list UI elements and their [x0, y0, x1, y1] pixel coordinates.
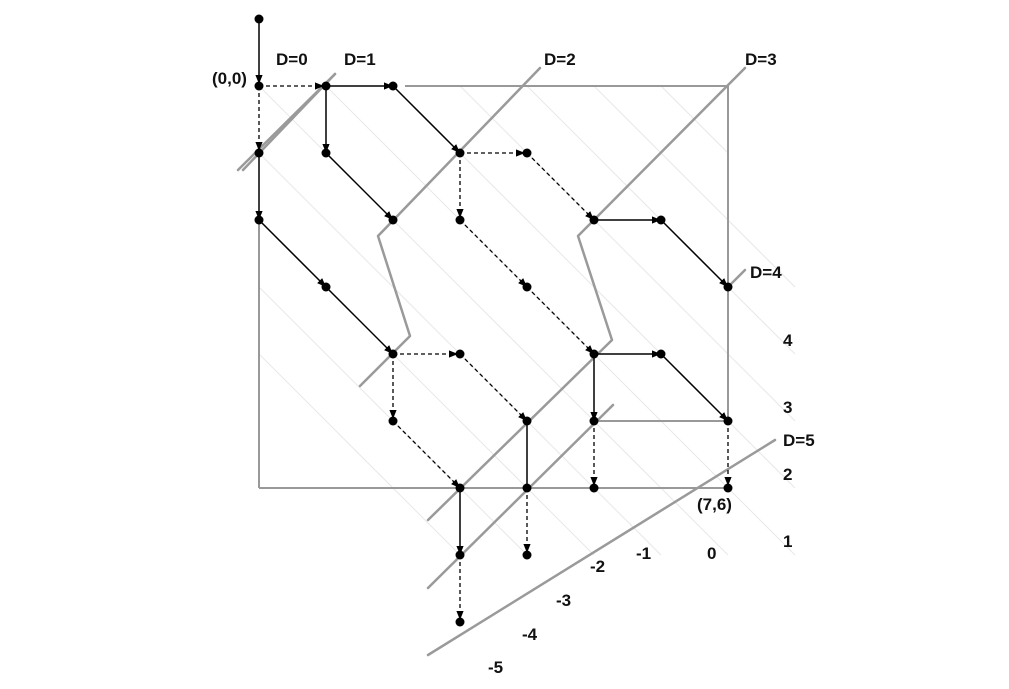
nodes: [254, 14, 733, 627]
edge-d4: [325, 286, 394, 355]
node: [455, 550, 465, 560]
diagonal-m3-label: -3: [556, 591, 571, 610]
node: [522, 483, 532, 493]
d1-label: D=1: [344, 50, 376, 69]
node: [656, 349, 666, 359]
frontier-d3: [426, 66, 747, 522]
node: [455, 148, 465, 158]
dash-d1: [526, 152, 595, 221]
node-origin: [254, 81, 264, 91]
edge-d1: [392, 85, 461, 154]
dash-d3: [526, 286, 595, 355]
node: [723, 282, 733, 292]
node: [723, 416, 733, 426]
dash-d5: [392, 420, 461, 489]
node: [388, 215, 398, 225]
frontier-d4-lower: [426, 403, 615, 590]
node: [321, 148, 331, 158]
d0-label: D=0: [276, 50, 308, 69]
frontier-lines: [236, 66, 777, 657]
node: [321, 282, 331, 292]
node: [388, 416, 398, 426]
d3-label: D=3: [745, 50, 777, 69]
diagonal-3-label: 3: [783, 398, 792, 417]
node: [522, 148, 532, 158]
d2-label: D=2: [544, 50, 576, 69]
graph-border: [258, 85, 729, 489]
diagonal-m5-label: -5: [488, 658, 503, 677]
edge-d3: [258, 219, 327, 288]
node: [656, 215, 666, 225]
diagonal-1-label: 1: [783, 532, 792, 551]
node: [589, 215, 599, 225]
solid-edges: [255, 22, 729, 555]
edge-d2: [325, 152, 394, 221]
node: [321, 81, 331, 91]
end-label: (7,6): [697, 495, 732, 514]
node: [522, 550, 532, 560]
labels: (0,0) (7,6) D=0 D=1 D=2 D=3 D=4 D=5 4 3 …: [212, 50, 815, 677]
diagonal-0-label: 0: [707, 544, 716, 563]
node: [522, 282, 532, 292]
diagonal-m4-label: -4: [522, 625, 538, 644]
d5-label: D=5: [783, 431, 815, 450]
node-end: [723, 483, 733, 493]
dash-d2: [459, 219, 528, 288]
d4-label: D=4: [750, 263, 782, 282]
diagonal-4-label: 4: [783, 331, 793, 350]
frontier-d1-upper: [236, 72, 337, 172]
frontier-d2: [358, 66, 542, 388]
edge-d6: [660, 353, 729, 422]
node: [388, 349, 398, 359]
node: [455, 215, 465, 225]
dash-d4: [459, 353, 528, 422]
edge-d5: [660, 219, 729, 288]
diagonal-2-label: 2: [783, 465, 792, 484]
node-start: [254, 14, 264, 24]
node: [388, 81, 398, 91]
node: [589, 483, 599, 493]
node: [522, 416, 532, 426]
dashed-edges: [255, 82, 732, 620]
diagonal-m1-label: -1: [636, 544, 651, 563]
origin-label: (0,0): [212, 69, 247, 88]
node: [254, 148, 264, 158]
node: [254, 215, 264, 225]
node: [455, 349, 465, 359]
diagonal-m2-label: -2: [590, 557, 605, 576]
node: [455, 617, 465, 627]
node: [589, 349, 599, 359]
node: [589, 416, 599, 426]
frontier-d5: [426, 438, 777, 657]
node: [455, 483, 465, 493]
